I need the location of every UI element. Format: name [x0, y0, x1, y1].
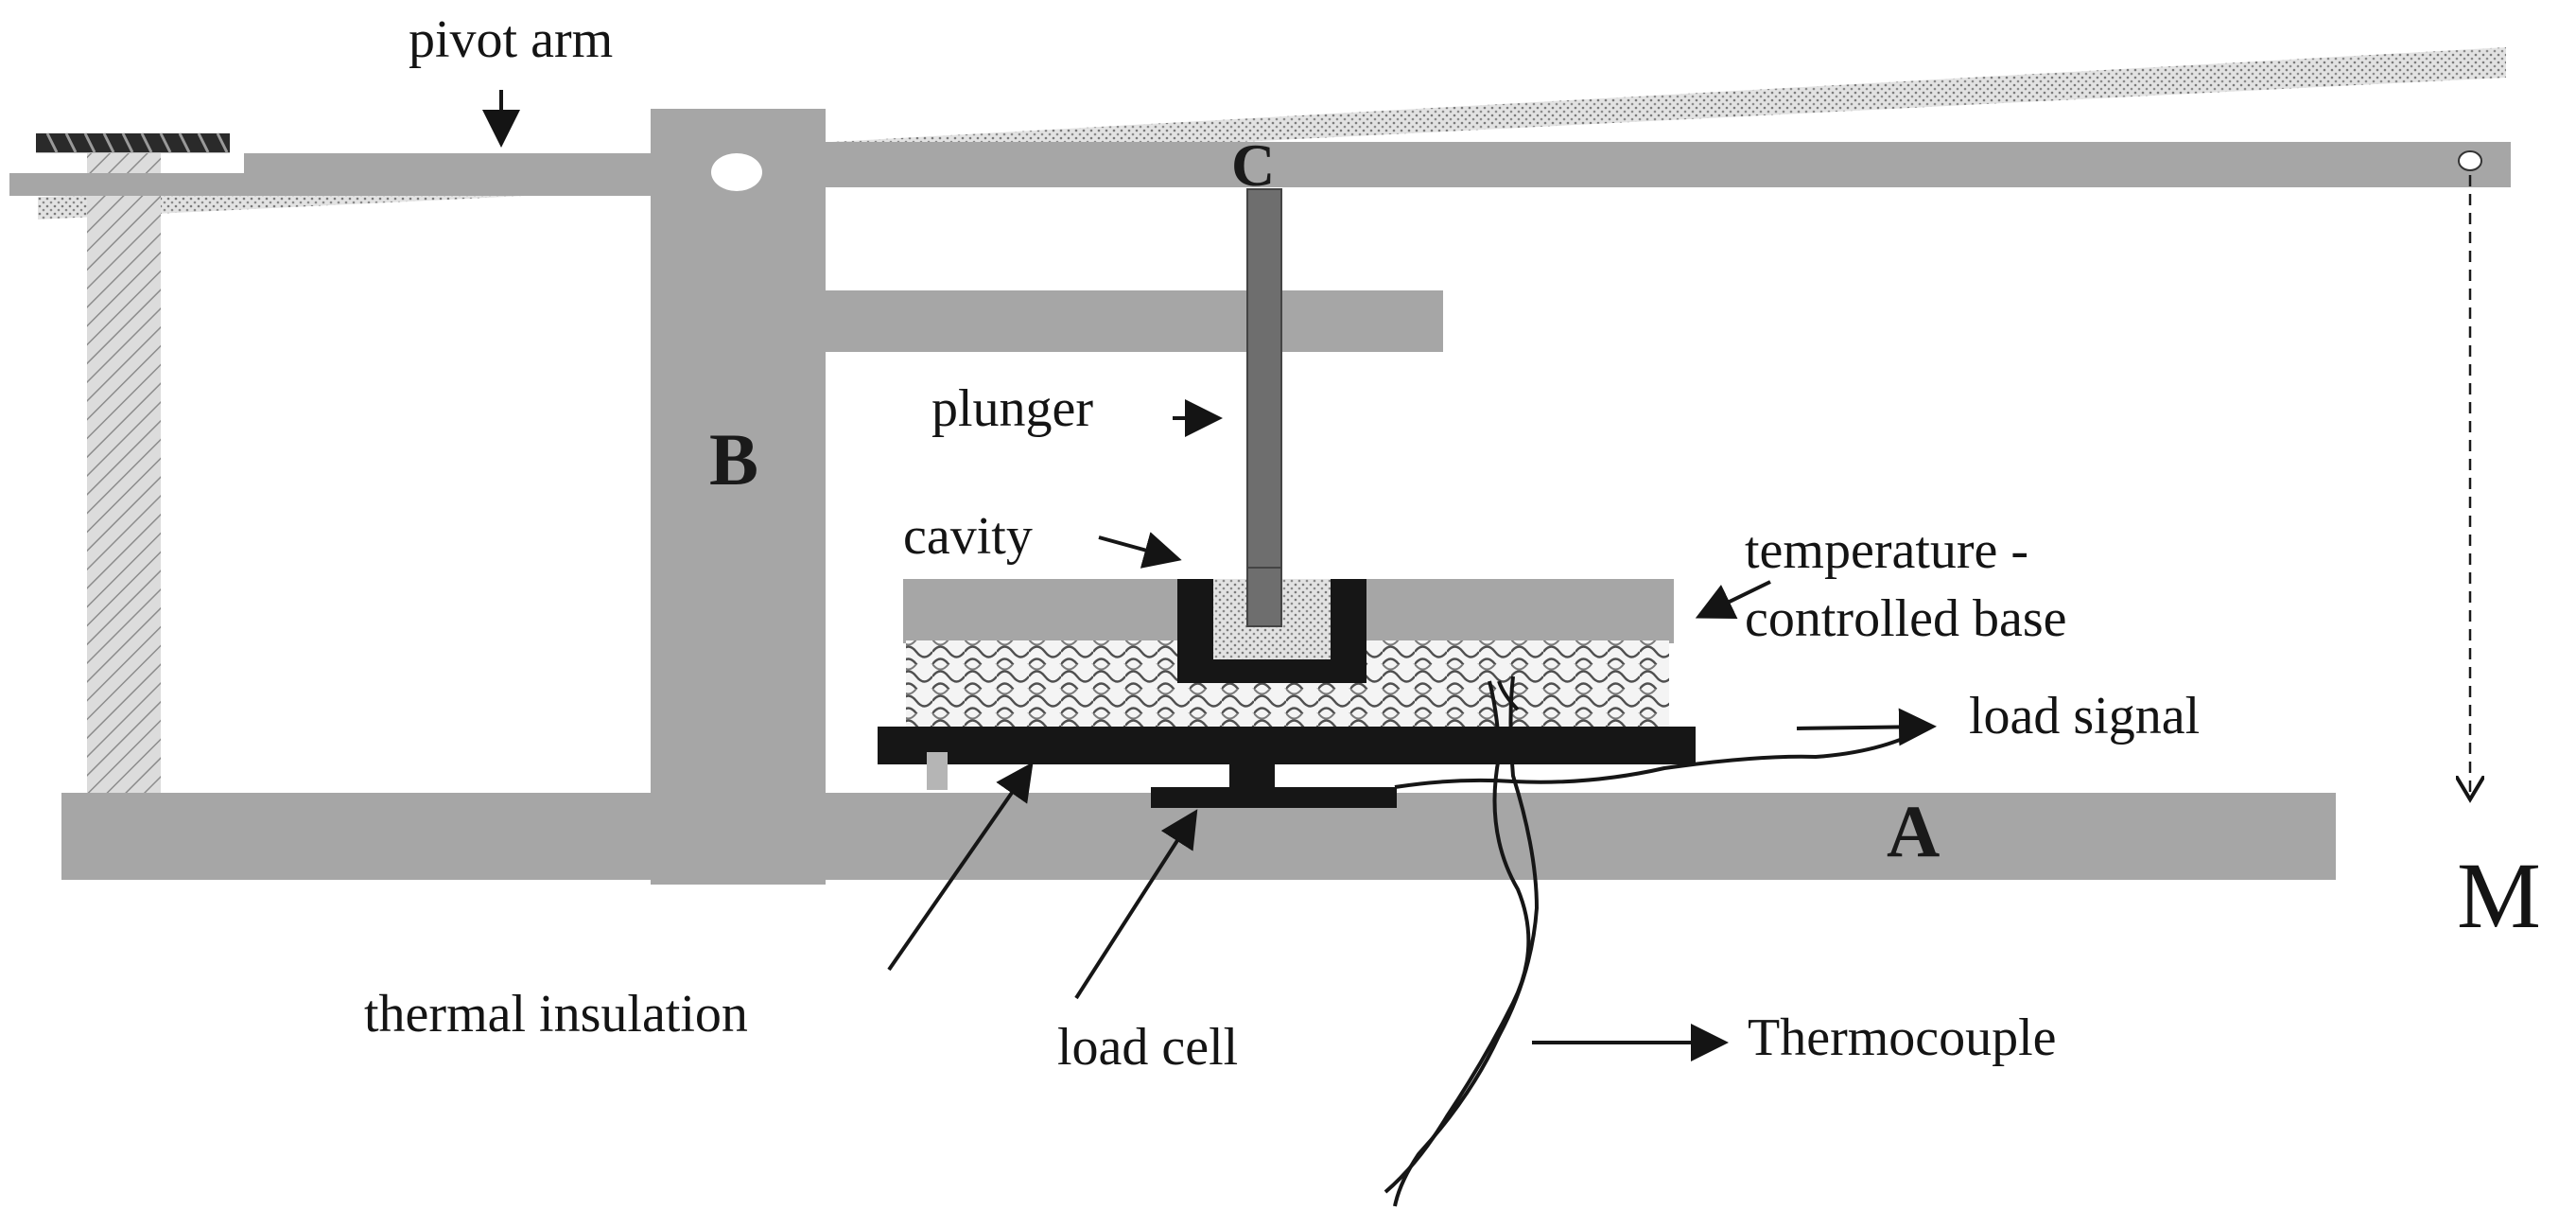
label-thermal-insulation: thermal insulation	[364, 985, 748, 1043]
load-cell	[1151, 787, 1397, 808]
left-support-post	[87, 147, 161, 799]
label-temperature-line1: temperature -	[1745, 521, 2028, 580]
upright-b	[651, 109, 826, 885]
thermocouple-wire-2	[1393, 675, 1540, 1207]
pivot-arm-left-end	[9, 173, 244, 196]
pivot-arm-left	[244, 153, 657, 196]
label-b: B	[709, 418, 758, 500]
pivot-hole	[711, 153, 762, 191]
label-temperature-line2: controlled base	[1745, 589, 2067, 648]
label-plunger: plunger	[931, 379, 1093, 438]
clamp-hatching	[45, 132, 229, 153]
thermal-insulation-arrow	[887, 762, 1034, 972]
label-a: A	[1887, 790, 1940, 872]
mass-attachment-point	[2458, 150, 2482, 171]
label-pivot-arm: pivot arm	[409, 10, 613, 69]
label-load-signal: load signal	[1969, 687, 2200, 745]
deflection-shadow-right	[832, 47, 2506, 163]
label-load-cell: load cell	[1057, 1018, 1238, 1077]
label-thermocouple: Thermocouple	[1748, 1008, 2057, 1067]
thermocouple-wire-1	[1384, 680, 1531, 1194]
label-m: M	[2457, 843, 2541, 948]
load-cell-arrow	[1074, 809, 1198, 1000]
insulation-standoff	[927, 752, 948, 790]
pivot-arm	[653, 142, 2511, 187]
label-c: C	[1231, 132, 1275, 199]
thermal-insulation-plate	[878, 727, 1696, 764]
plunger-guide-arm	[823, 290, 1443, 352]
load-signal-wire	[1394, 727, 1925, 789]
label-cavity: cavity	[903, 507, 1033, 566]
plunger-rod	[1246, 188, 1282, 627]
temperature-base-arrow	[1695, 580, 1771, 619]
load-signal-arrow	[1796, 708, 1937, 746]
cavity-arrow	[1098, 532, 1182, 569]
